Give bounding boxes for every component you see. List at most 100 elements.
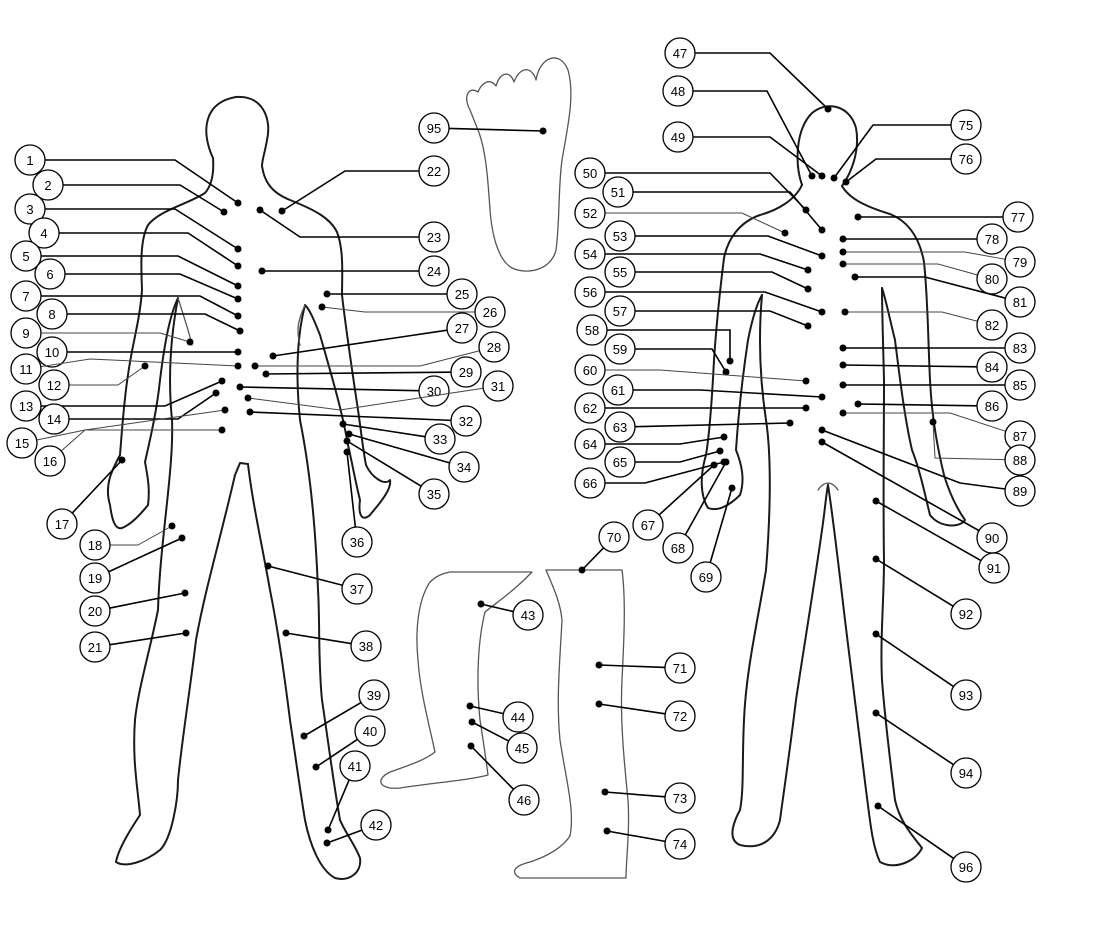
marker-70: 70 — [578, 521, 630, 574]
marker-74: 74 — [603, 827, 696, 860]
point-dot-33 — [339, 420, 347, 428]
number-label-18: 18 — [88, 538, 102, 553]
number-label-53: 53 — [613, 229, 627, 244]
leader-line-90 — [821, 441, 980, 532]
number-label-68: 68 — [671, 541, 685, 556]
marker-53: 53 — [604, 220, 826, 260]
marker-79: 79 — [839, 246, 1036, 278]
number-label-35: 35 — [427, 487, 441, 502]
number-badge-11 — [10, 353, 42, 385]
number-badge-10 — [36, 336, 68, 368]
point-dot-32 — [246, 408, 254, 416]
point-dot-83 — [839, 344, 847, 352]
number-badge-4 — [28, 217, 60, 249]
number-badge-30 — [418, 375, 450, 407]
number-badge-7 — [10, 280, 42, 312]
front-inner-arm-line-2 — [297, 304, 306, 346]
point-dot-88 — [929, 418, 937, 426]
front-inner-arm-line — [177, 297, 193, 346]
number-badge-72 — [664, 700, 696, 732]
point-dot-76 — [842, 178, 850, 186]
leader-line-27 — [272, 329, 448, 357]
number-badge-36 — [341, 526, 373, 558]
point-dot-38 — [282, 629, 290, 637]
number-badge-33 — [424, 423, 456, 455]
point-dot-74 — [603, 827, 611, 835]
number-badge-38 — [350, 630, 382, 662]
number-label-90: 90 — [985, 531, 999, 546]
number-label-50: 50 — [583, 166, 597, 181]
leader-line-68 — [684, 461, 727, 536]
marker-91: 91 — [872, 497, 1010, 584]
leader-line-44 — [469, 705, 504, 715]
number-label-65: 65 — [613, 455, 627, 470]
number-badge-49 — [662, 121, 694, 153]
point-dot-6 — [234, 295, 242, 303]
marker-65: 65 — [604, 446, 724, 478]
number-label-92: 92 — [959, 607, 973, 622]
number-label-58: 58 — [585, 323, 599, 338]
leader-line-74 — [606, 830, 666, 843]
front-torso-left-outline — [119, 157, 215, 456]
number-label-61: 61 — [611, 383, 625, 398]
leader-line-89 — [821, 429, 1006, 490]
number-label-82: 82 — [985, 318, 999, 333]
point-dot-28 — [251, 362, 259, 370]
point-dot-26 — [318, 303, 326, 311]
leader-line-86 — [857, 403, 978, 407]
point-dot-64 — [720, 433, 728, 441]
number-label-94: 94 — [959, 766, 973, 781]
leader-line-22 — [281, 170, 419, 212]
leader-line-64 — [605, 436, 725, 445]
number-badge-17 — [46, 508, 78, 540]
marker-29: 29 — [262, 356, 482, 388]
number-label-40: 40 — [363, 724, 377, 739]
number-label-45: 45 — [515, 741, 529, 756]
number-label-70: 70 — [607, 530, 621, 545]
back-body-figure — [700, 105, 966, 867]
number-label-10: 10 — [45, 345, 59, 360]
marker-46: 46 — [467, 742, 540, 816]
point-dot-41 — [324, 826, 332, 834]
number-badge-27 — [446, 312, 478, 344]
number-badge-70 — [598, 521, 630, 553]
number-label-39: 39 — [367, 688, 381, 703]
number-label-91: 91 — [987, 561, 1001, 576]
number-badge-48 — [662, 75, 694, 107]
marker-40: 40 — [312, 715, 386, 771]
point-dot-1 — [234, 199, 242, 207]
number-badge-88 — [1004, 444, 1036, 476]
point-dot-5 — [234, 282, 242, 290]
number-badge-79 — [1004, 246, 1036, 278]
leader-line-23 — [259, 209, 419, 238]
point-dot-47 — [824, 105, 832, 113]
number-badge-53 — [604, 220, 636, 252]
marker-61: 61 — [602, 374, 826, 406]
leader-line-79 — [843, 251, 1006, 260]
number-badge-58 — [576, 314, 608, 346]
point-dot-49 — [818, 172, 826, 180]
point-dot-8 — [236, 327, 244, 335]
point-dot-65 — [716, 447, 724, 455]
marker-93: 93 — [872, 630, 982, 711]
number-label-83: 83 — [1013, 341, 1027, 356]
number-badge-75 — [950, 109, 982, 141]
marker-11: 11 — [10, 353, 242, 385]
leader-line-12 — [69, 365, 146, 386]
number-label-96: 96 — [959, 860, 973, 875]
number-label-8: 8 — [48, 307, 55, 322]
point-dot-91 — [872, 497, 880, 505]
marker-45: 45 — [468, 718, 538, 764]
leader-line-48 — [693, 90, 813, 177]
number-label-31: 31 — [491, 379, 505, 394]
number-badge-77 — [1002, 201, 1034, 233]
leader-line-35 — [346, 440, 422, 487]
number-badge-40 — [354, 715, 386, 747]
number-label-84: 84 — [985, 360, 999, 375]
leader-line-67 — [658, 464, 715, 516]
marker-42: 42 — [323, 809, 392, 847]
marker-83: 83 — [839, 332, 1036, 364]
number-badge-55 — [604, 256, 636, 288]
number-label-77: 77 — [1011, 210, 1025, 225]
number-badge-13 — [10, 390, 42, 422]
